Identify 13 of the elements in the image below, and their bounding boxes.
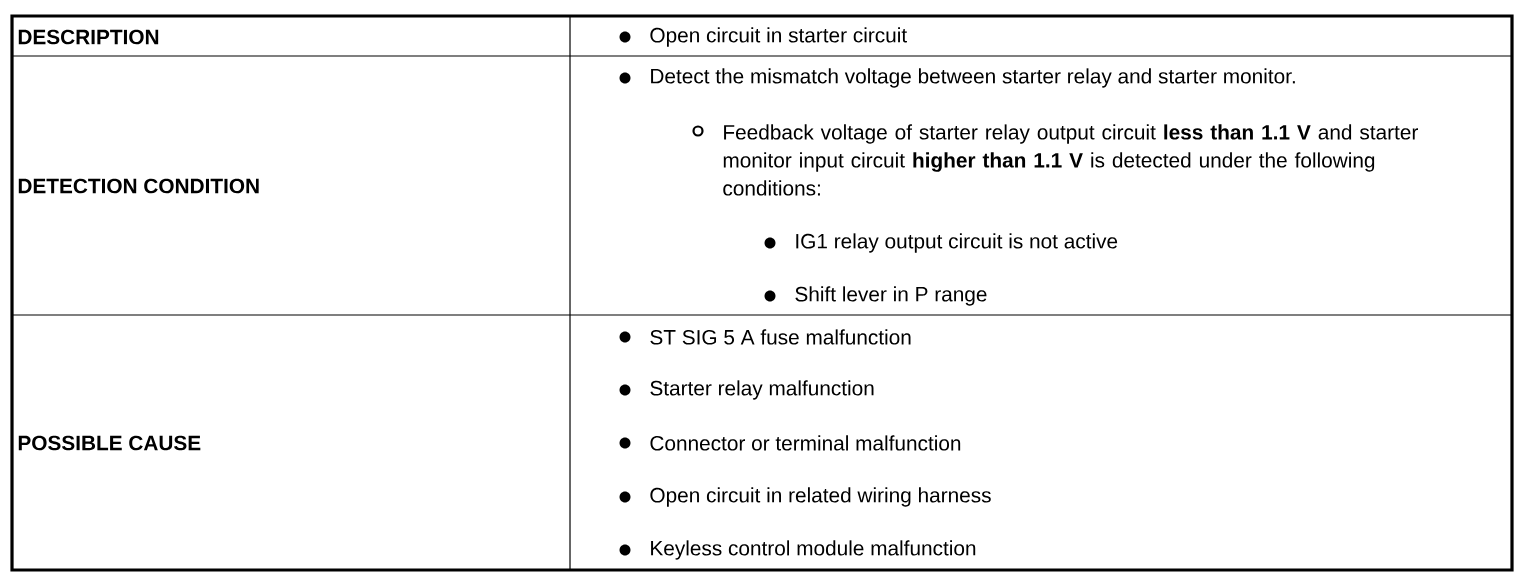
row-header: DETECTION CONDITION [18,178,259,194]
list-item: Open circuit in related wiring harness [619,487,991,507]
row-header: POSSIBLE CAUSE [18,435,201,451]
list-item: Shift lever in P range [764,286,987,306]
list-item: Keyless control module malfunction [619,540,976,560]
list-item: Feedback voltage of starter relay output circuit less than 1.1 V and starter monitor input circuit higher than 1.1 V is detected under the following conditions: [692,124,1418,196]
list-item: Detect the mismatch voltage between starter relay and starter monitor. [619,68,1295,88]
list-item: Connector or terminal malfunction [619,435,961,451]
list-item: Open circuit in starter circuit [619,27,907,47]
list-item: ST SIG 5 A fuse malfunction [619,329,911,345]
list-item: IG1 relay output circuit is not active [764,233,1118,253]
list-item: Starter relay malfunction [619,380,874,400]
row-header: DESCRIPTION [18,29,159,45]
